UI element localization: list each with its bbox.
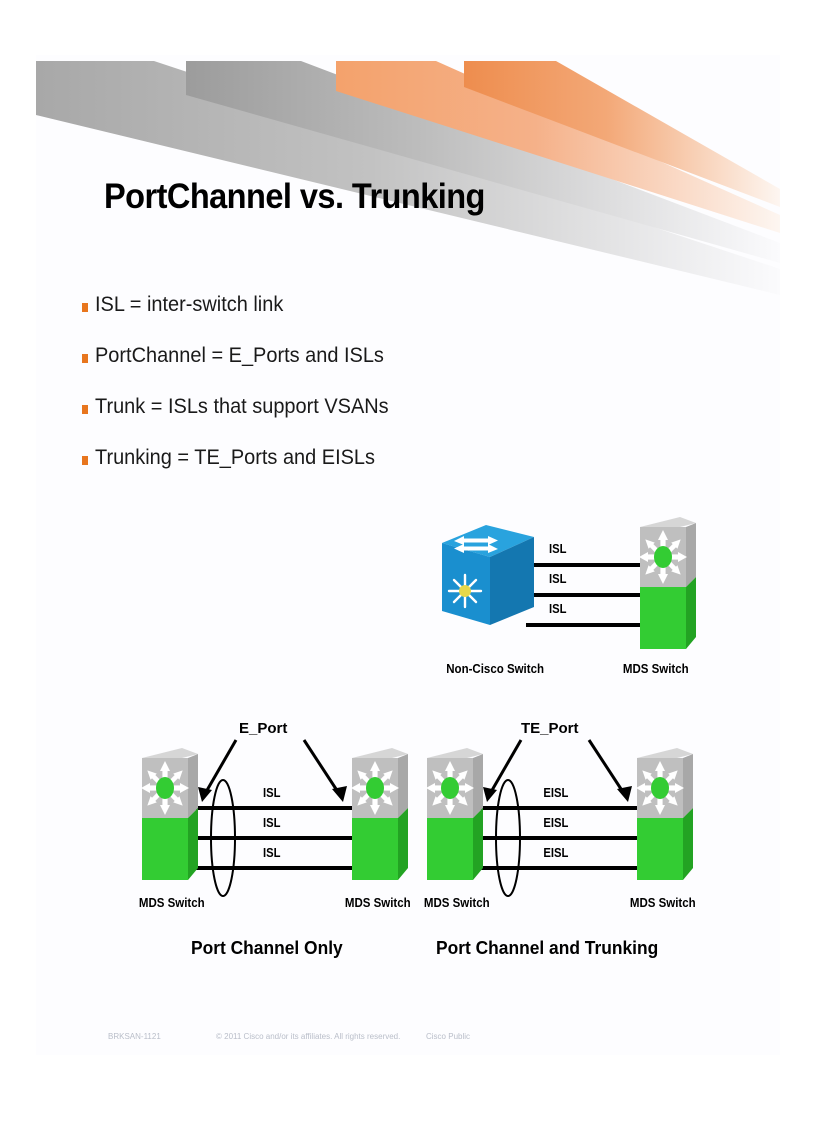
annotation-arrows [483, 739, 632, 802]
diagram-right-svg [426, 739, 693, 897]
footer-classification: Cisco Public [426, 1032, 471, 1041]
arrow-burst-icon [351, 761, 399, 815]
device-label-mds-left: MDS Switch [138, 896, 205, 910]
bullet-marker-icon [82, 303, 88, 312]
bullet-text: Trunk = ISLs that support VSANs [95, 395, 389, 419]
list-item: ISL = inter-switch link [82, 293, 682, 317]
page-title: PortChannel vs. Trunking [104, 177, 485, 216]
list-item: Trunk = ISLs that support VSANs [82, 395, 682, 419]
bullet-text: PortChannel = E_Ports and ISLs [95, 344, 384, 368]
footer-session-code: BRKSAN-1121 [108, 1032, 161, 1041]
link-lines [188, 806, 358, 870]
annotation-arrows [198, 739, 347, 802]
mds-switch-icon-left [426, 748, 483, 880]
mds-switch-icon-left [141, 748, 198, 880]
bullet-text: ISL = inter-switch link [95, 293, 284, 316]
list-item: Trunking = TE_Ports and EISLs [82, 446, 682, 470]
link-label: EISL [543, 846, 569, 860]
caption-port-channel-only: Port Channel Only [191, 937, 343, 958]
port-channel-bundle-ellipse [495, 779, 521, 897]
arrow-burst-icon [141, 761, 189, 815]
link-label: ISL [262, 816, 281, 830]
port-annotation-label: E_Port [239, 720, 288, 737]
caption-port-channel-and-trunking: Port Channel and Trunking [436, 937, 659, 958]
diagram-top-svg [442, 517, 696, 649]
list-item: PortChannel = E_Ports and ISLs [82, 344, 682, 368]
mds-switch-icon-right [636, 748, 693, 880]
link-lines [473, 806, 643, 870]
bullet-text: Trunking = TE_Ports and EISLs [95, 446, 376, 470]
arrow-burst-icon [636, 761, 684, 815]
stripe-orange-2 [464, 61, 780, 207]
diagram-port-channel-only: E_Port ISL ISL ISL MDS Switch MDS Switch [126, 710, 426, 910]
bullet-marker-icon [82, 354, 88, 364]
link-label: EISL [543, 816, 569, 830]
port-annotation-label: TE_Port [521, 720, 579, 737]
mds-switch-icon [639, 517, 696, 649]
device-label-mds-left: MDS Switch [423, 896, 490, 910]
bullet-list: ISL = inter-switch link PortChannel = E_… [82, 293, 682, 498]
diagram-non-cisco-to-mds: ISL ISL ISL Non-Cisco Switch MDS Switch [434, 495, 734, 685]
stripe-gray-2 [186, 61, 780, 263]
link-label: ISL [262, 786, 281, 800]
device-label-mds-right: MDS Switch [344, 896, 411, 910]
arrow-burst-icon [639, 530, 687, 584]
device-label-mds-right: MDS Switch [629, 896, 696, 910]
bullet-marker-icon [82, 405, 88, 415]
link-lines [526, 563, 640, 627]
device-label-mds: MDS Switch [622, 662, 689, 676]
link-label: ISL [262, 846, 281, 860]
mds-switch-icon-right [351, 748, 408, 880]
starburst-icon [447, 573, 483, 609]
slide: PortChannel vs. Trunking ISL = inter-swi… [36, 55, 780, 1055]
arrow-burst-icon [426, 761, 474, 815]
link-label: ISL [548, 572, 567, 586]
link-label: ISL [548, 542, 567, 556]
diagram-left-svg [141, 739, 408, 897]
blue-switch-icon [442, 525, 534, 625]
device-label-non-cisco: Non-Cisco Switch [446, 662, 545, 676]
footer-copyright: © 2011 Cisco and/or its affiliates. All … [216, 1032, 401, 1041]
bullet-marker-icon [82, 456, 88, 466]
link-label: EISL [543, 786, 569, 800]
port-channel-bundle-ellipse [210, 779, 236, 897]
link-label: ISL [548, 602, 567, 616]
diagram-port-channel-and-trunking: TE_Port EISL EISL EISL MDS Switch MDS Sw… [411, 710, 711, 910]
